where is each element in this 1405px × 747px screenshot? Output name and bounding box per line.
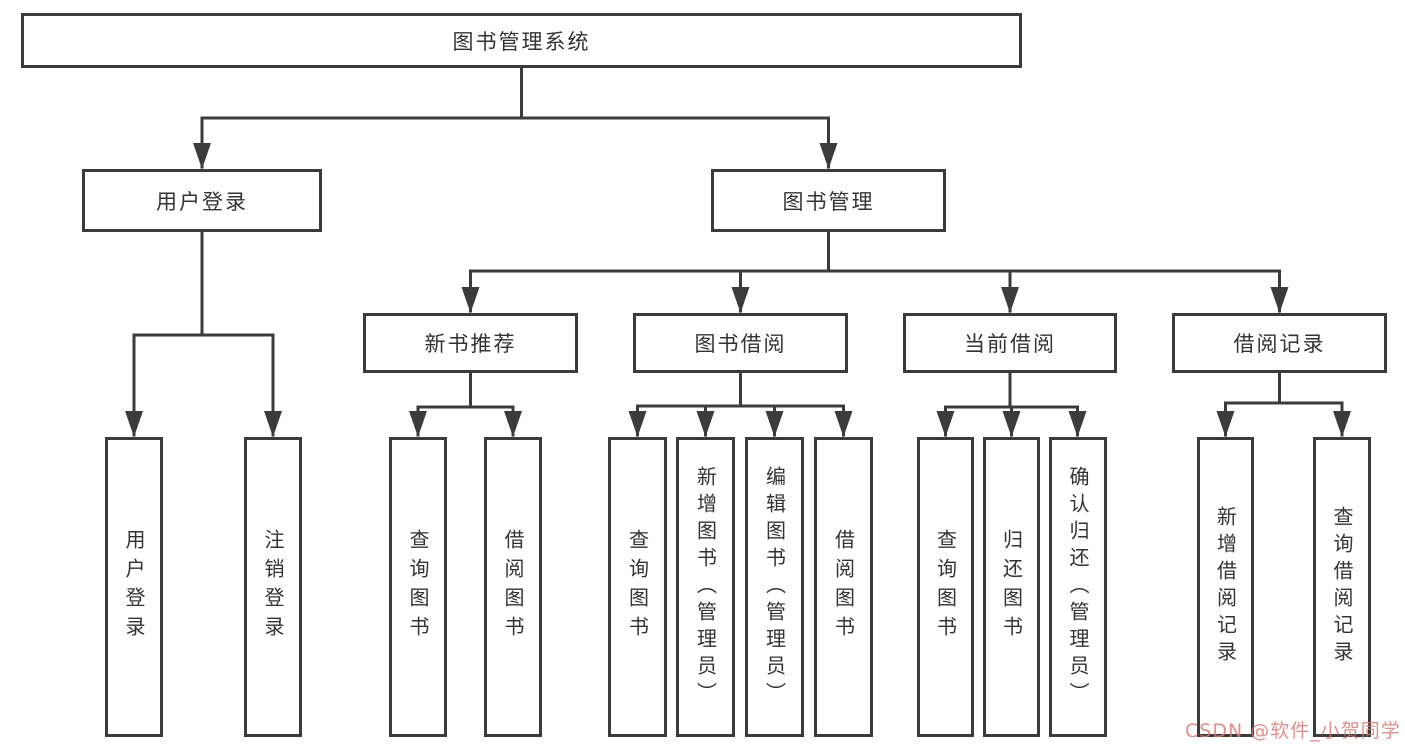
leaf-edit-books-admin-label: 编辑图书（管理员）: [762, 465, 787, 709]
node-user-login-label: 用户登录: [156, 189, 248, 214]
node-book-borrow: 图书借阅: [633, 313, 848, 373]
node-new-book-recommend: 新书推荐: [363, 313, 578, 373]
leaf-query-books-borrow: 查询图书: [608, 437, 667, 737]
leaf-confirm-return-admin-label: 确认归还（管理员）: [1066, 465, 1090, 709]
leaf-logout: 注销登录: [244, 437, 302, 737]
leaf-logout-label: 注销登录: [261, 529, 285, 645]
leaf-add-books-admin: 新增图书（管理员）: [676, 437, 735, 737]
leaf-borrow-books-label: 借阅图书: [831, 529, 856, 645]
node-current-borrow: 当前借阅: [903, 313, 1117, 373]
node-root-label: 图书管理系统: [452, 29, 591, 54]
branch-book-borrow: [628, 370, 853, 437]
leaf-query-books-current-label: 查询图书: [933, 529, 958, 645]
leaf-return-books-label: 归还图书: [999, 529, 1024, 645]
leaf-query-books-current: 查询图书: [917, 437, 974, 737]
leaf-borrow-books: 借阅图书: [814, 437, 873, 737]
leaf-user-login: 用户登录: [105, 437, 163, 737]
leaf-query-borrow-record-label: 查询借阅记录: [1330, 506, 1354, 668]
leaf-query-books-borrow-label: 查询图书: [625, 529, 650, 645]
node-borrow-records: 借阅记录: [1172, 313, 1387, 373]
node-book-management: 图书管理: [711, 169, 946, 232]
leaf-borrow-books-recommend: 借阅图书: [484, 437, 542, 737]
leaf-query-books-recommend: 查询图书: [389, 437, 447, 737]
csdn-watermark: CSDN @软件_小贺同学: [1185, 720, 1401, 742]
branch-root: [193, 64, 838, 169]
leaf-query-books-recommend-label: 查询图书: [406, 529, 430, 645]
node-new-book-recommend-label: 新书推荐: [424, 332, 517, 356]
leaf-edit-books-admin: 编辑图书（管理员）: [745, 437, 804, 737]
node-borrow-records-label: 借阅记录: [1233, 332, 1326, 356]
branch-user-login: [125, 229, 282, 437]
branch-book-management: [461, 229, 1289, 313]
branch-new-book-recommend: [409, 370, 522, 437]
node-root-system: 图书管理系统: [21, 13, 1022, 68]
node-book-borrow-label: 图书借阅: [694, 332, 787, 356]
leaf-add-borrow-record-label: 新增借阅记录: [1213, 506, 1238, 668]
node-current-borrow-label: 当前借阅: [964, 332, 1056, 356]
leaf-return-books: 归还图书: [983, 437, 1040, 737]
branch-current-borrow: [936, 370, 1087, 437]
leaf-user-login-label: 用户登录: [122, 529, 146, 645]
leaf-add-borrow-record: 新增借阅记录: [1197, 437, 1254, 737]
leaf-add-books-admin-label: 新增图书（管理员）: [693, 465, 718, 709]
node-user-login: 用户登录: [82, 169, 322, 232]
leaf-confirm-return-admin: 确认归还（管理员）: [1049, 437, 1107, 737]
branch-borrow-records: [1216, 370, 1351, 437]
node-book-management-label: 图书管理: [782, 189, 875, 214]
leaf-borrow-books-recommend-label: 借阅图书: [501, 529, 525, 645]
leaf-query-borrow-record: 查询借阅记录: [1313, 437, 1371, 737]
